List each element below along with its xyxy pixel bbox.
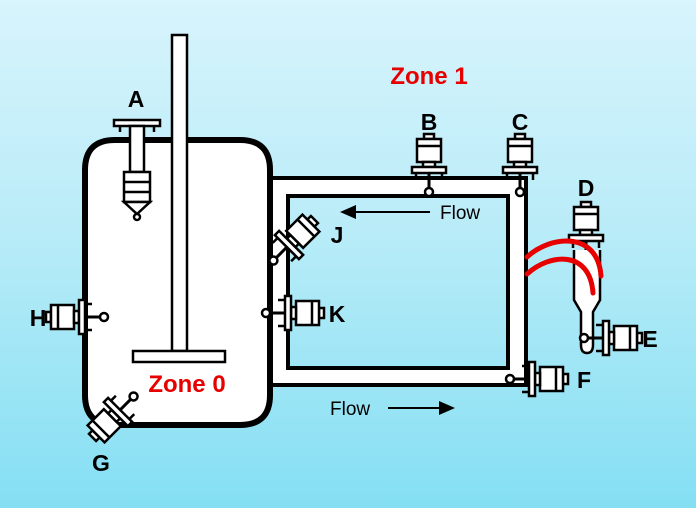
circulation-pipe-loop <box>266 176 528 387</box>
flow-arrowhead-bottom <box>439 401 455 415</box>
zone1-label: Zone 1 <box>390 63 467 90</box>
instrument-label-c: C <box>512 109 529 135</box>
sample-pot <box>572 250 602 355</box>
flow-indicator-bottom: Flow <box>330 399 455 420</box>
instrument-label-j: J <box>331 222 344 248</box>
flow-label-top: Flow <box>440 203 480 224</box>
instrument-label-k: K <box>329 301 346 327</box>
flow-arrowhead-top <box>340 205 356 219</box>
instrument-label-e: E <box>642 326 657 352</box>
flow-indicator-top: Flow <box>340 203 480 224</box>
instrument-label-a: A <box>128 86 145 112</box>
instrument-label-h: H <box>30 305 47 331</box>
instrument-label-d: D <box>578 175 595 201</box>
flow-label-bottom: Flow <box>330 399 370 420</box>
instrument-label-f: F <box>577 367 591 393</box>
agitator-shaft <box>170 33 189 353</box>
heated-line-2 <box>524 256 596 296</box>
sensor-a <box>112 118 162 222</box>
instrument-label-g: G <box>92 450 110 476</box>
zone0-label: Zone 0 <box>148 371 225 398</box>
instrument-label-b: B <box>421 109 438 135</box>
agitator-paddle <box>131 349 227 364</box>
heated-line-1 <box>524 238 604 279</box>
